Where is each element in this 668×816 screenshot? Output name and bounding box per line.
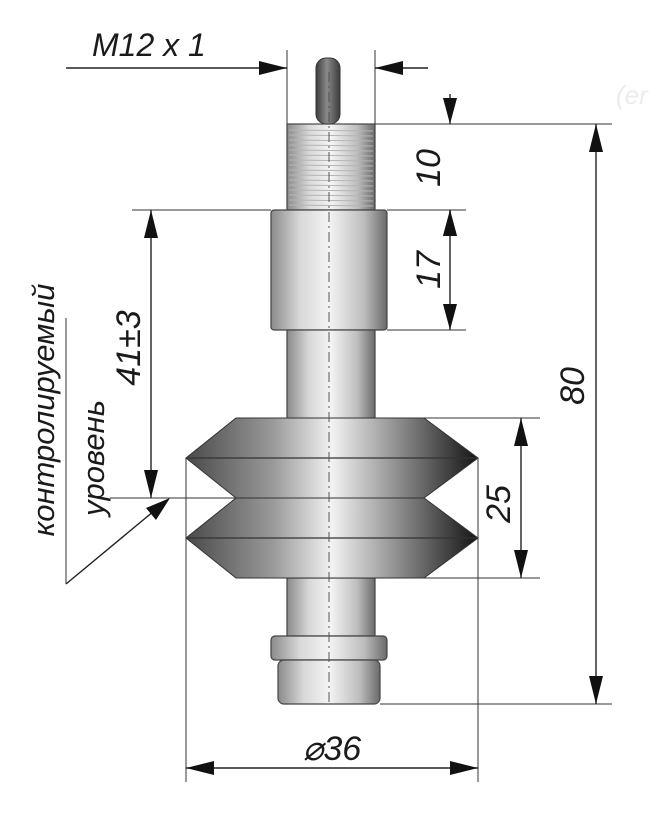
dim-10-label: 10 (410, 149, 448, 187)
thread-line (288, 194, 374, 197)
dimension-41: 41±3 (110, 209, 271, 499)
dim-36-label: ⌀36 (303, 730, 361, 768)
thread-line (288, 154, 374, 157)
thread-line (288, 179, 374, 182)
thread-line (288, 129, 374, 132)
thread-line (288, 139, 374, 142)
thread-line (288, 174, 374, 177)
dimension-80: 80 (380, 124, 612, 705)
float (185, 417, 479, 579)
thread-line (288, 164, 374, 167)
dimension-25: 25 (424, 417, 540, 579)
thread-label: M12 x 1 (92, 27, 206, 63)
controlled-level-annotation: контролируемый уровень (26, 284, 170, 585)
dim-17-label: 17 (410, 250, 448, 289)
controlled-line2: уровень (76, 400, 111, 518)
thread-line (288, 134, 374, 137)
dimension-10: 10 (375, 94, 612, 236)
cable (315, 57, 341, 125)
thread-line (288, 184, 374, 187)
dimension-36: ⌀36 (185, 458, 479, 782)
thread-line (288, 169, 374, 172)
controlled-line1: контролируемый (26, 284, 61, 537)
dim-25-label: 25 (480, 485, 518, 524)
thread-line (288, 204, 374, 207)
stem-lower (286, 577, 376, 637)
dim-80-label: 80 (554, 367, 592, 405)
threaded-section (286, 123, 376, 211)
thread-line (288, 199, 374, 202)
thread-line (288, 189, 374, 192)
corner-fragment: (er (616, 80, 649, 110)
dim-41-label: 41±3 (110, 310, 148, 385)
thread-line (288, 149, 374, 152)
stem-upper (286, 329, 376, 421)
dimension-thread: M12 x 1 (66, 27, 428, 124)
dimension-17: 17 (387, 210, 466, 331)
sensor-body (185, 57, 479, 705)
thread-line (288, 159, 374, 162)
thread-line (288, 144, 374, 147)
